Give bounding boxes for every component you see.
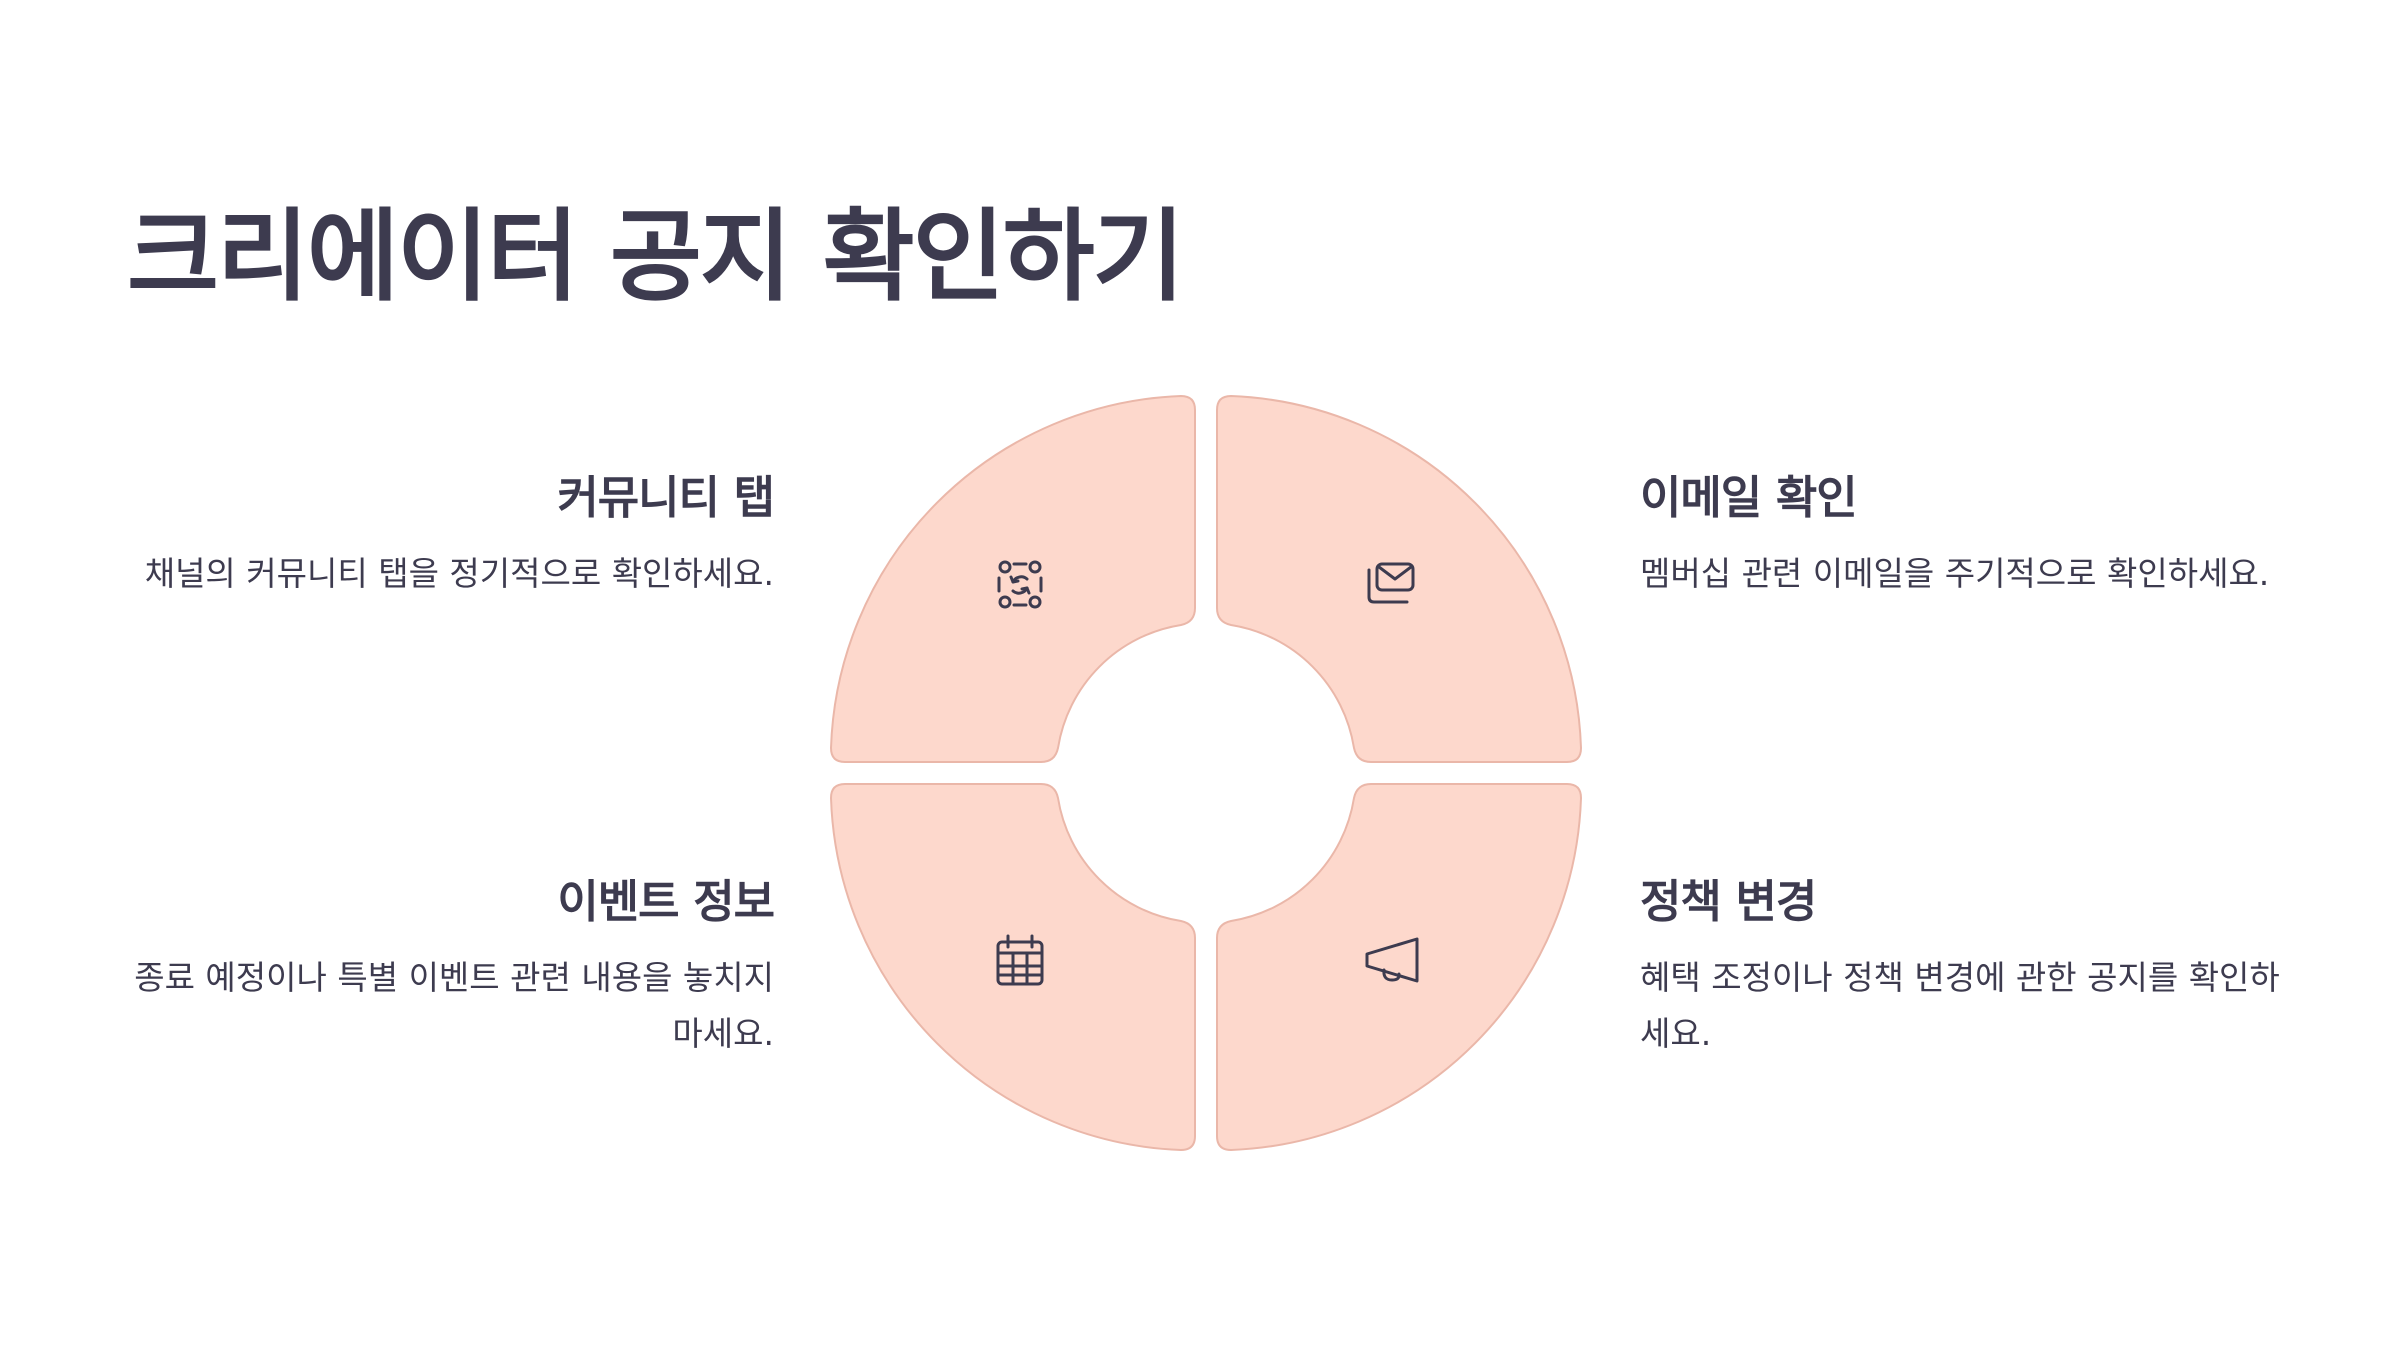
event-info-description: 종료 예정이나 특별 이벤트 관련 내용을 놓치지 마세요. xyxy=(134,958,774,1053)
community-sync-icon xyxy=(997,560,1043,609)
community-tab-block: 커뮤니티 탭 채널의 커뮤니티 탭을 정기적으로 확인하세요. xyxy=(134,464,775,602)
calendar-icon xyxy=(996,934,1044,986)
policy-change-description: 혜택 조정이나 정책 변경에 관한 공지를 확인하세요. xyxy=(1640,958,2280,1053)
email-check-block: 이메일 확인 멤버십 관련 이메일을 주기적으로 확인하세요. xyxy=(1640,464,2280,602)
email-check-description: 멤버십 관련 이메일을 주기적으로 확인하세요. xyxy=(1640,554,2270,593)
policy-change-block: 정책 변경 혜택 조정이나 정책 변경에 관한 공지를 확인하세요. xyxy=(1640,868,2280,1062)
segment-policy-change xyxy=(1216,783,1583,1152)
event-info-heading: 이벤트 정보 xyxy=(557,875,775,928)
page-title: 크리에이터 공지 확인하기 xyxy=(127,198,1185,315)
community-tab-description: 채널의 커뮤니티 탭을 정기적으로 확인하세요. xyxy=(144,554,774,593)
event-info-block: 이벤트 정보 종료 예정이나 특별 이벤트 관련 내용을 놓치지 마세요. xyxy=(134,868,775,1062)
community-tab-heading: 커뮤니티 탭 xyxy=(557,471,775,524)
policy-change-heading: 정책 변경 xyxy=(1640,875,1817,928)
mail-icon xyxy=(1367,562,1415,604)
segment-email-check xyxy=(1216,394,1583,763)
email-check-heading: 이메일 확인 xyxy=(1640,471,1858,524)
megaphone-icon xyxy=(1365,937,1419,983)
